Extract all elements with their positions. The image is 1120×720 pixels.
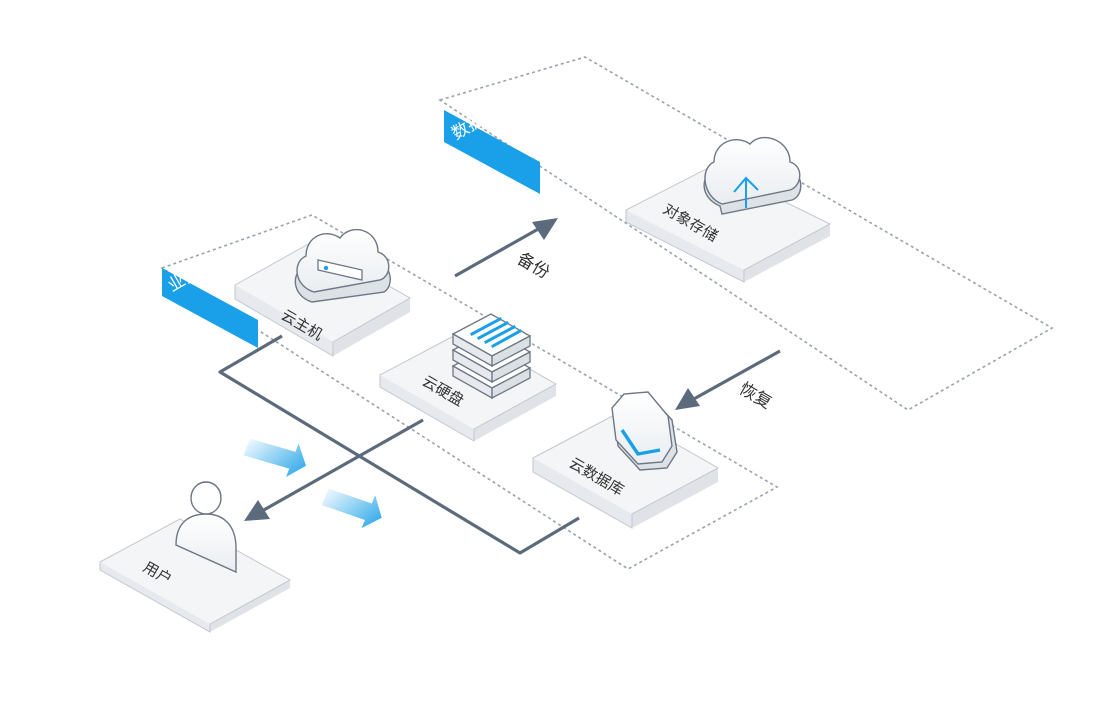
backup-arrow [454,218,558,278]
disk-stack-icon [451,313,532,400]
user-tile [99,518,292,633]
user-icon [175,481,237,574]
flow-arrow-lower [321,488,382,529]
cloud-upload-icon [703,136,802,215]
data-backup-tag: 数据备份 [444,93,540,194]
data-backup-region [438,56,1054,411]
backup-label: 备份 [514,249,553,282]
cloud-server-icon [294,228,391,303]
flow-arrow-upper [243,438,306,477]
business-system-region [160,214,779,570]
host-to-database-line [218,334,580,555]
restore-label: 恢复 [736,379,775,412]
disk-to-user-arrow [244,418,424,521]
restore-arrow [675,349,781,410]
database-hexagon-icon [611,391,678,471]
